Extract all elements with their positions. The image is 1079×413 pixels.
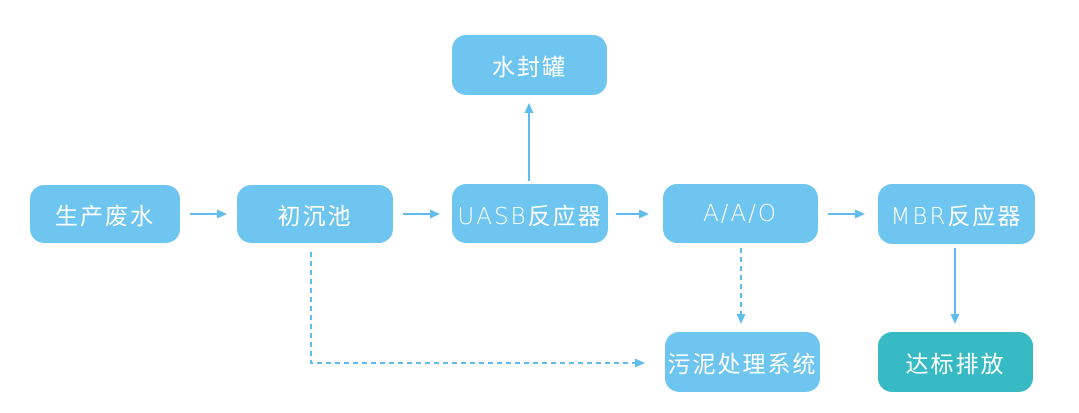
node-uasb-reactor: UASB反应器 <box>452 184 608 243</box>
node-primary-sedimentation-tank: 初沉池 <box>237 185 393 243</box>
node-label: 污泥处理系统 <box>667 352 818 378</box>
node-production-wastewater: 生产废水 <box>30 185 180 243</box>
node-label: UASB反应器 <box>457 203 603 230</box>
node-sludge-treatment-system: 污泥处理系统 <box>665 332 820 392</box>
node-label: 生产废水 <box>55 204 155 230</box>
node-standard-discharge: 达标排放 <box>878 332 1033 392</box>
node-water-seal-tank: 水封罐 <box>452 35 607 95</box>
node-aao-process: A/A/O <box>663 184 818 243</box>
node-label: MBR反应器 <box>890 204 1023 230</box>
node-mbr-reactor: MBR反应器 <box>878 184 1035 244</box>
node-label: 水封罐 <box>492 55 567 81</box>
node-label: A/A/O <box>702 200 779 227</box>
arrow-primary-to-sludge-dashed <box>310 252 645 368</box>
node-label: 达标排放 <box>905 352 1006 378</box>
node-label: 初沉池 <box>277 204 353 230</box>
